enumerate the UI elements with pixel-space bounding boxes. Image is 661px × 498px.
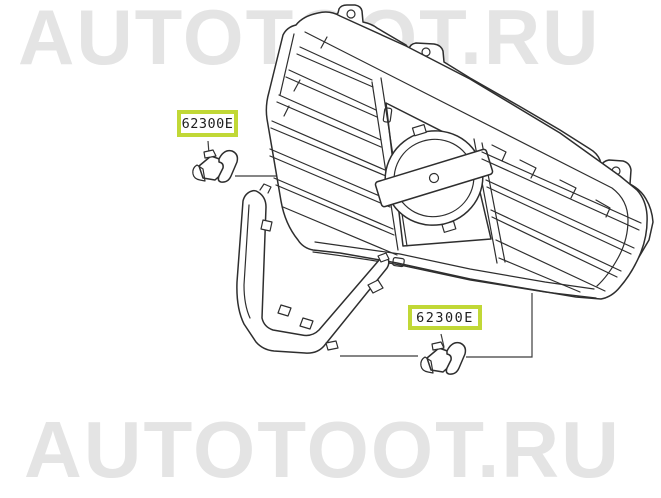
tab-hole-1 [346, 9, 356, 19]
part-code-label: 62300E [181, 115, 234, 132]
emblem [374, 124, 494, 233]
part-callout-lower[interactable]: 62300E [408, 305, 482, 330]
left-grille-slats [269, 36, 398, 256]
right-grille-slats [481, 144, 642, 293]
clip-drawing-lower [420, 341, 467, 375]
part-code-label: 62300E [416, 309, 474, 326]
lower-trim-drawing [236, 183, 390, 354]
part-callout-upper[interactable]: 62300E [177, 110, 238, 137]
watermark-bottom: AUTOTOOT.RU [24, 405, 621, 494]
clip-drawing-upper [192, 149, 239, 183]
grille-assembly-drawing [265, 4, 654, 300]
